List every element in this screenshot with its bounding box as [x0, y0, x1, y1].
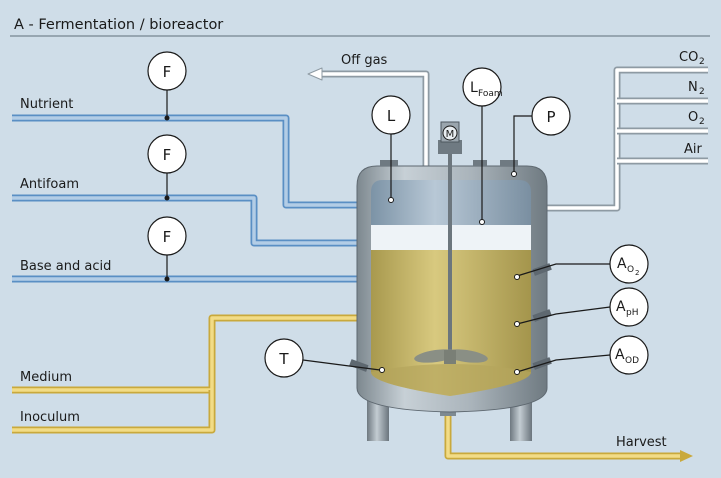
pressure-port	[500, 160, 518, 166]
svg-text:T: T	[278, 350, 289, 368]
instrument-taps	[164, 115, 170, 282]
n2-label: N 2	[688, 80, 705, 97]
nutrient-label: Nutrient	[20, 97, 73, 112]
svg-text:O: O	[627, 265, 634, 275]
motor-label: M	[446, 129, 455, 140]
base-acid-pipe	[12, 273, 378, 285]
sensor-points	[379, 171, 520, 375]
svg-text:2: 2	[699, 87, 705, 97]
flow-indicator-nutrient: F	[147, 51, 187, 91]
svg-text:2: 2	[699, 117, 705, 127]
svg-text:A: A	[615, 347, 625, 363]
base-acid-label: Base and acid	[20, 259, 111, 274]
temperature-indicator: T	[264, 338, 304, 378]
flow-indicator-antifoam: F	[147, 134, 187, 174]
level-indicator: L	[371, 95, 411, 135]
svg-text:A: A	[617, 256, 627, 272]
flow-indicator-base-acid: F	[147, 216, 187, 256]
inoculum-label: Inoculum	[20, 410, 80, 425]
svg-text:2: 2	[635, 269, 639, 277]
gas-supply-pipes	[527, 66, 708, 215]
antifoam-label: Antifoam	[20, 177, 79, 192]
instrument-lines	[166, 90, 611, 373]
off-gas-label: Off gas	[341, 53, 388, 68]
off-gas-pipe	[307, 67, 430, 172]
svg-text:2: 2	[699, 57, 705, 67]
bioreactor-vessel	[356, 152, 548, 441]
diagram-title: A - Fermentation / bioreactor	[14, 17, 223, 33]
analyzer-od: A OD	[609, 335, 649, 375]
pressure-indicator: P	[531, 96, 571, 136]
foam-level-indicator: L Foam	[462, 67, 503, 107]
air-label: Air	[684, 142, 703, 157]
foam-port	[473, 160, 487, 166]
motor: M	[438, 121, 462, 154]
svg-text:L: L	[387, 107, 396, 125]
vessel-leg	[367, 395, 389, 441]
co2-label: CO 2	[679, 50, 705, 67]
harvest-label: Harvest	[616, 435, 667, 450]
harvest-pipe	[444, 412, 693, 462]
svg-text:A: A	[616, 299, 626, 315]
svg-text:N: N	[688, 80, 698, 95]
svg-text:Foam: Foam	[478, 89, 503, 99]
o2-label: O 2	[688, 110, 705, 127]
svg-text:OD: OD	[625, 356, 639, 366]
level-port	[380, 160, 398, 166]
svg-text:F: F	[163, 228, 172, 246]
svg-text:CO: CO	[679, 50, 698, 65]
svg-text:F: F	[163, 63, 172, 81]
analyzer-o2: A O 2	[609, 244, 649, 284]
svg-text:pH: pH	[626, 308, 638, 318]
svg-text:F: F	[163, 146, 172, 164]
svg-text:L: L	[470, 80, 478, 96]
analyzer-ph: A pH	[609, 287, 649, 327]
svg-text:O: O	[688, 110, 698, 125]
svg-text:P: P	[546, 108, 555, 126]
medium-label: Medium	[20, 370, 72, 385]
